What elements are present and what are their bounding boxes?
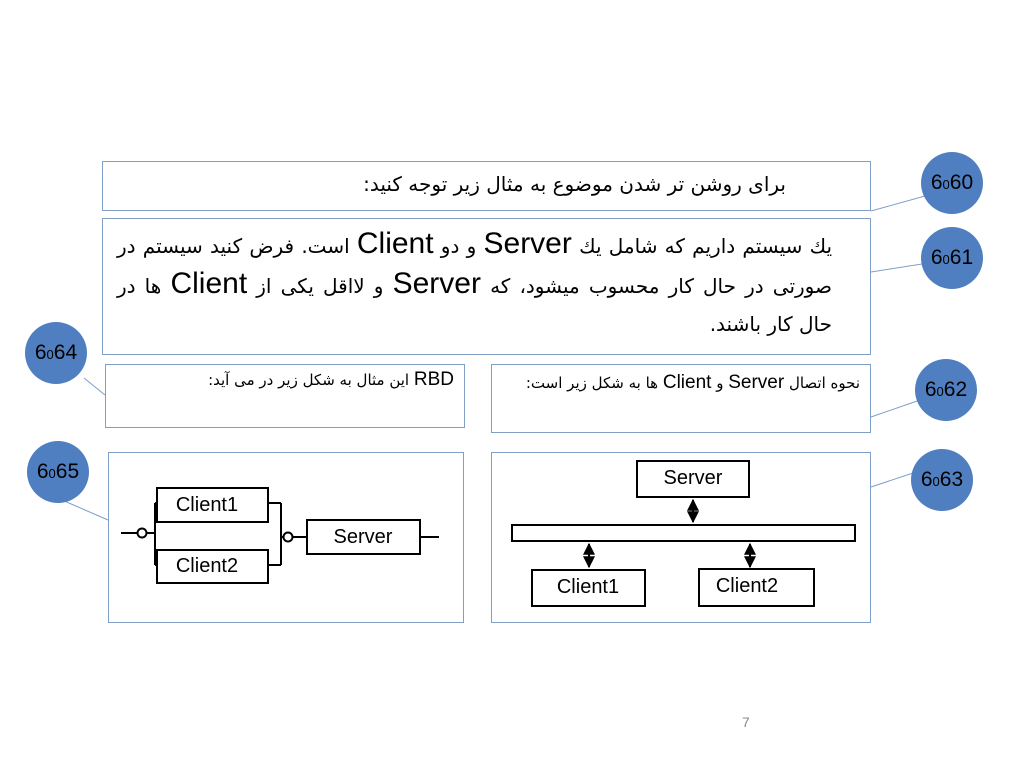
topo-bus (511, 524, 856, 542)
rbd-label: RBD (413, 369, 454, 390)
topo-client1-label: Client1 (557, 576, 619, 598)
rbd-client2-block (156, 549, 269, 584)
desc-client: Client (356, 227, 434, 260)
topo-server-label: Server (664, 467, 723, 489)
conn-server: Server (728, 372, 785, 393)
page-number: 7 (742, 714, 750, 730)
rbd-diagram: Client1 Client2 Server (121, 487, 439, 584)
rbd-server-label: Server (334, 526, 393, 548)
topology-diagram: Server Client1 Client2 (511, 460, 856, 607)
connection-description-box: نحوه اتصال Server و Client ها به شکل زير… (491, 364, 871, 433)
desc-server2: Server (392, 267, 481, 300)
desc-part4: و لااقل يكی از (247, 274, 393, 298)
conn-part1: نحوه اتصال (784, 374, 860, 392)
desc-server: Server (483, 227, 572, 260)
leader-6063 (870, 471, 917, 488)
topo-client2-label: Client2 (716, 575, 778, 597)
leader-6061 (870, 263, 923, 273)
badge-6063: 6063 (911, 449, 973, 511)
rbd-junction-node (282, 531, 294, 543)
desc-part2: و دو (433, 234, 484, 258)
rbd-client1-label: Client1 (176, 494, 238, 516)
intro-box: برای روشن تر شدن موضوع به مثال زیر توجه … (102, 161, 871, 211)
leader-6065 (61, 499, 109, 521)
system-description-box: يك سيستم داريم كه شامل يك Server و دو Cl… (102, 218, 871, 355)
badge-6062: 6062 (915, 359, 977, 421)
rbd-server-block (306, 519, 421, 555)
conn-part2: و (711, 374, 729, 392)
rbd-description-text: RBD اين مثال به شکل زير در می آيد: (208, 369, 454, 391)
badge-6060: 6060 (921, 152, 983, 214)
rbd-diagram-box: Client1 Client2 Server (108, 452, 464, 623)
rbd-client2-label: Client2 (176, 555, 238, 577)
desc-part5: ها در حال كار باشند. (117, 274, 832, 336)
rbd-client1-block (156, 487, 269, 523)
leader-6064 (83, 377, 106, 396)
topo-server-node (636, 460, 750, 498)
rbd-input-node (136, 527, 148, 539)
topology-diagram-box: Server Client1 Client2 (491, 452, 871, 623)
badge-6064: 6064 (25, 322, 87, 384)
conn-client: Client (662, 372, 712, 393)
badge-6065: 6065 (27, 441, 89, 503)
leader-6062 (870, 399, 921, 418)
desc-client2: Client (170, 267, 248, 300)
topo-client1-node (531, 569, 646, 607)
conn-part3: ها به شکل زير است: (525, 374, 663, 392)
badge-6061: 6061 (921, 227, 983, 289)
system-description-text: يك سيستم داريم كه شامل يك Server و دو Cl… (117, 225, 832, 343)
intro-text: برای روشن تر شدن موضوع به مثال زیر توجه … (363, 172, 786, 196)
topo-client2-node (698, 568, 815, 607)
connection-description-text: نحوه اتصال Server و Client ها به شکل زير… (522, 371, 860, 395)
desc-part1: يك سيستم داريم كه شامل يك (571, 234, 833, 258)
desc-part3: است. فرض كنيد سيستم در صورتی در حال كار … (117, 234, 832, 298)
rbd-part1: اين مثال به شکل زير در می آيد: (208, 371, 414, 389)
leader-6060 (870, 195, 926, 212)
rbd-description-box: RBD اين مثال به شکل زير در می آيد: (105, 364, 465, 428)
